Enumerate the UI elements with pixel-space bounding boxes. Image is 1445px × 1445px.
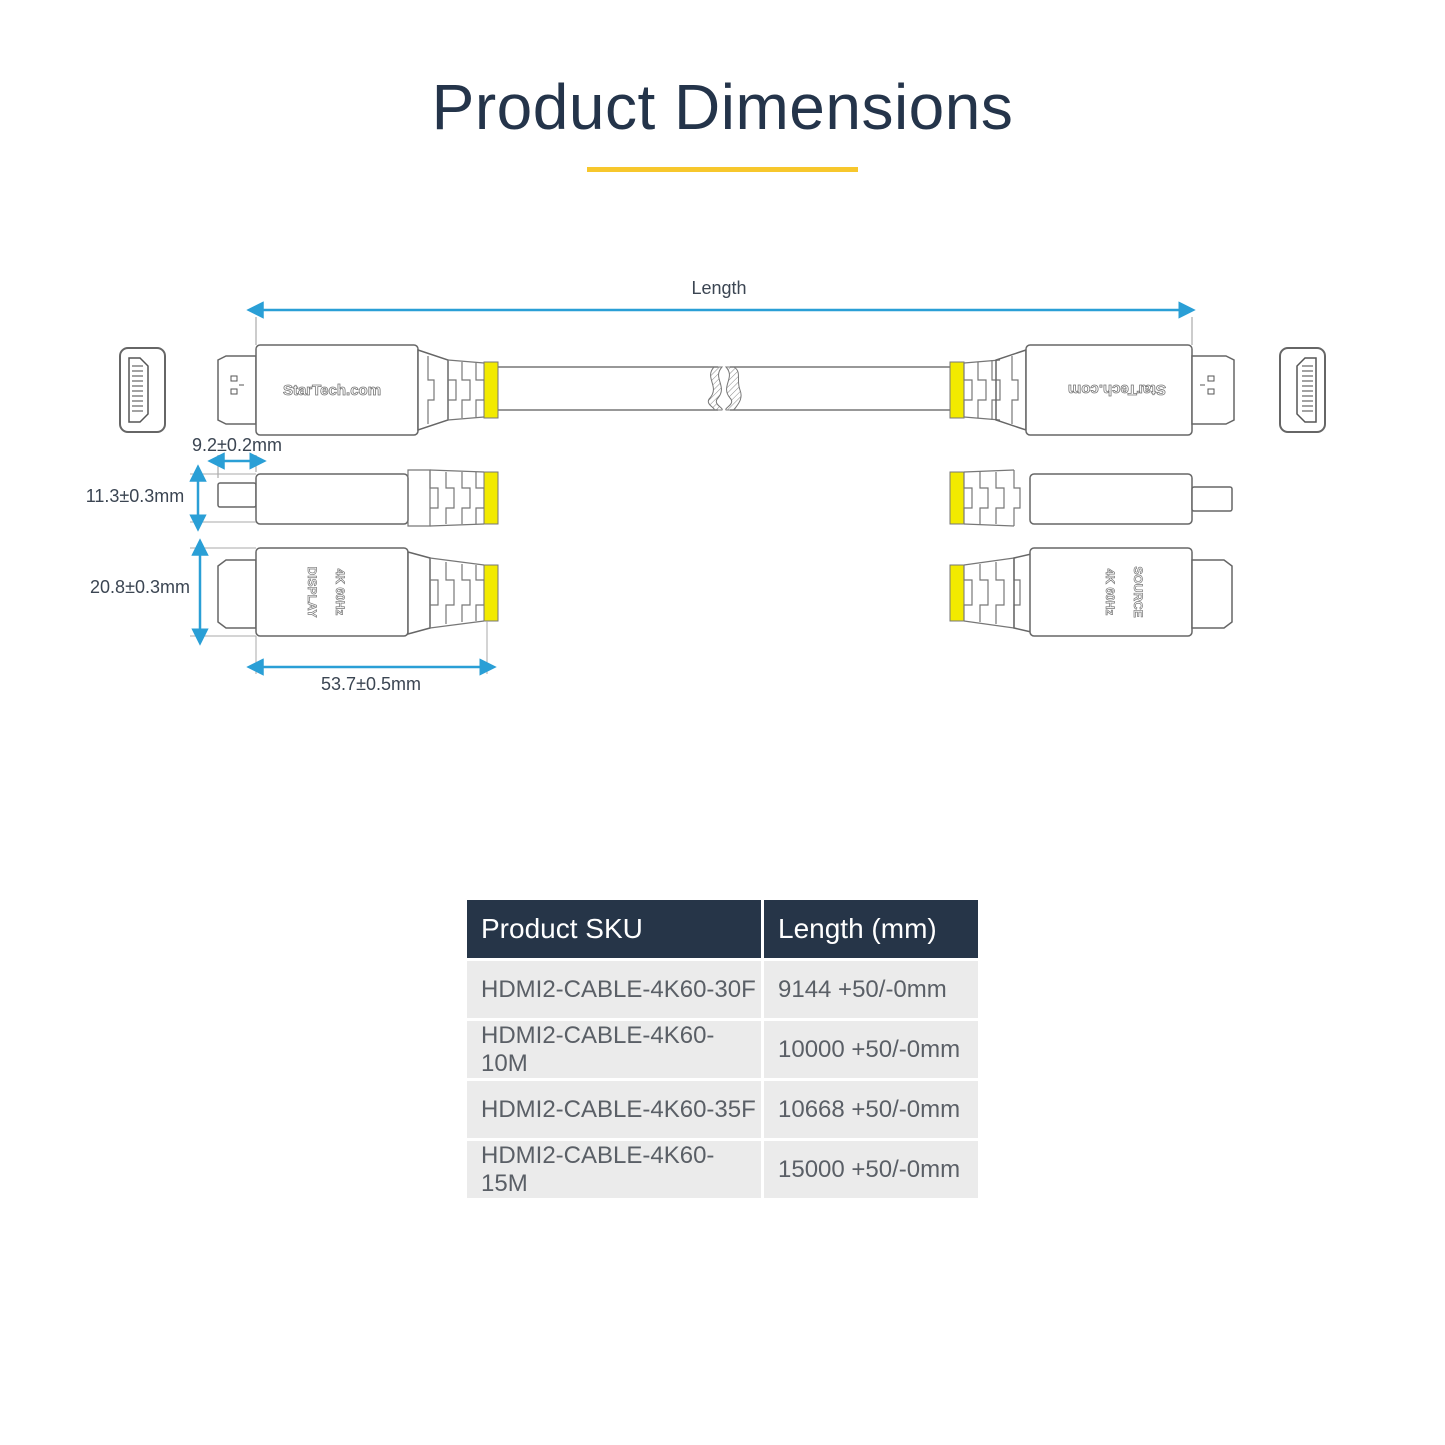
thickness-label: 11.3±0.3mm [86,486,185,506]
sku-cell: HDMI2-CABLE-4K60-15M [467,1138,764,1198]
right-connector-bottom-view: SOURCE 4K 60Hz [949,547,1233,637]
thickness-dimension: 11.3±0.3mm [86,464,256,532]
body-length-dimension: 53.7±0.5mm [246,621,497,694]
header-length: Length (mm) [764,900,978,958]
cable-body [498,366,950,411]
left-connector-bottom-view: DISPLAY 4K 60Hz [217,547,499,637]
source-label-line2: 4K 60Hz [1103,569,1117,616]
sku-cell: HDMI2-CABLE-4K60-35F [467,1078,764,1138]
left-connector-top-view: StarTech.com [217,344,499,436]
table-row: HDMI2-CABLE-4K60-30F 9144 +50/-0mm [467,958,978,1018]
brand-text-left: StarTech.com [283,382,381,399]
brand-text-right: StarTech.com [1068,381,1166,398]
width-label: 20.8±0.3mm [90,577,190,597]
table-row: HDMI2-CABLE-4K60-10M 10000 +50/-0mm [467,1018,978,1078]
head-depth-dimension: 9.2±0.2mm [192,435,282,478]
right-connector-top-view: StarTech.com [949,344,1235,436]
length-cell: 15000 +50/-0mm [764,1138,978,1198]
left-connector-side-view [217,469,499,527]
hdmi-port-icon-left [119,347,166,433]
sku-cell: HDMI2-CABLE-4K60-10M [467,1018,764,1078]
length-cell: 9144 +50/-0mm [764,958,978,1018]
body-length-label: 53.7±0.5mm [321,674,421,694]
right-connector-side-view [949,469,1233,527]
width-dimension: 20.8±0.3mm [90,538,256,646]
source-label-line1: SOURCE [1131,566,1145,617]
page-title: Product Dimensions [431,71,1014,143]
length-cell: 10000 +50/-0mm [764,1018,978,1078]
length-label: Length [691,278,746,298]
hdmi-port-icon-right [1279,347,1326,433]
length-cell: 10668 +50/-0mm [764,1078,978,1138]
sku-length-table: Product SKU Length (mm) HDMI2-CABLE-4K60… [467,900,978,1198]
length-dimension: Length [246,278,1196,345]
display-label-line1: DISPLAY [305,567,319,618]
header-product-sku: Product SKU [467,900,764,958]
sku-cell: HDMI2-CABLE-4K60-30F [467,958,764,1018]
title-underline [587,167,858,172]
display-label-line2: 4K 60Hz [333,569,347,616]
table-row: HDMI2-CABLE-4K60-35F 10668 +50/-0mm [467,1078,978,1138]
table-row: HDMI2-CABLE-4K60-15M 15000 +50/-0mm [467,1138,978,1198]
table-header-row: Product SKU Length (mm) [467,900,978,958]
head-depth-label: 9.2±0.2mm [192,435,282,455]
